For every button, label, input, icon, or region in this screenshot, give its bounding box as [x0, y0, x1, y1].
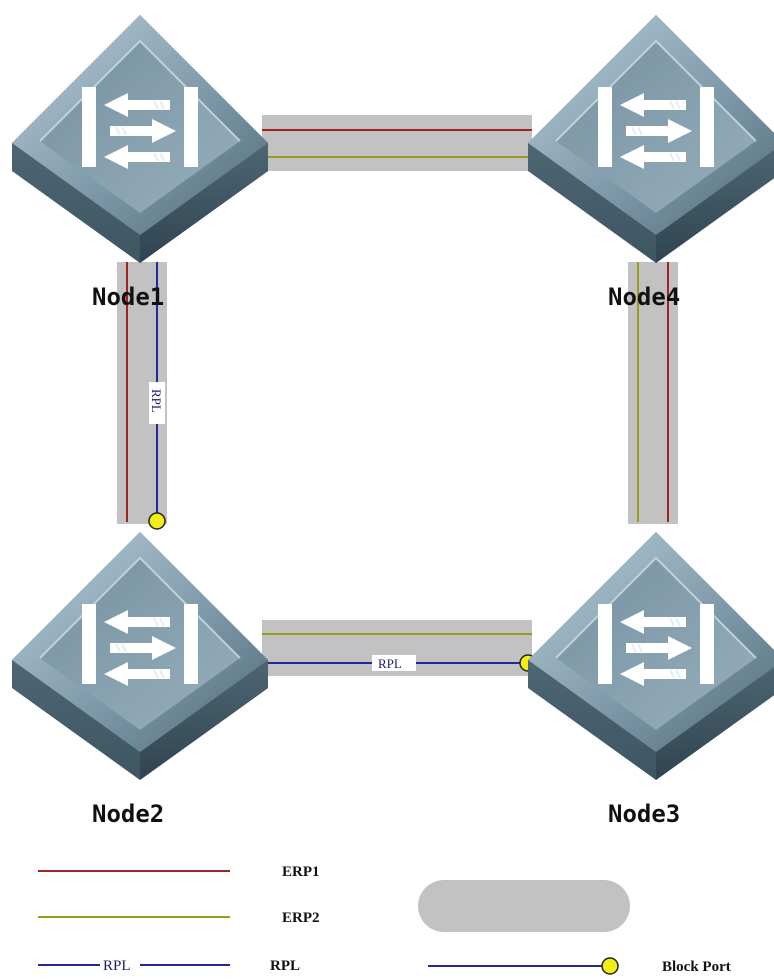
rpl-tag: RPL: [378, 656, 402, 671]
link-node2-node3: RPL: [262, 620, 537, 676]
legend-erp1-label: ERP1: [282, 864, 320, 880]
rpl-tag-bg: [149, 382, 165, 424]
node4-switch: [527, 14, 774, 264]
legend-rpl-label: RPL: [270, 958, 300, 974]
legend-rpl-line-tag: RPL: [103, 958, 131, 974]
node2-label: Node2: [92, 800, 164, 828]
legend-erp2-label: ERP2: [282, 910, 320, 926]
link-node4-node3: [628, 262, 678, 524]
link-bundle: [628, 262, 678, 524]
link-node1-node4: [262, 115, 532, 171]
rpl-tag: RPL: [149, 389, 164, 413]
node4-label: Node4: [608, 283, 680, 311]
switch-icon: [527, 531, 774, 781]
legend-link-bundle: [418, 880, 630, 932]
node3-label: Node3: [608, 800, 680, 828]
node1-switch: [11, 14, 269, 264]
rpl-tag-bg: [372, 655, 416, 671]
node1-label: Node1: [92, 283, 164, 311]
node3-switch: [527, 531, 774, 781]
switch-icon: [11, 14, 269, 264]
block-port: [148, 512, 166, 530]
legend-block-port-label: Block Port: [662, 959, 731, 975]
node2-switch: [11, 531, 269, 781]
switch-icon: [11, 531, 269, 781]
legend: ERP1 ERP2 RPL RPL Block Port: [38, 864, 731, 975]
switch-icon: [527, 14, 774, 264]
legend-block-port-dot: [601, 957, 619, 975]
link-bundle: [262, 115, 532, 171]
